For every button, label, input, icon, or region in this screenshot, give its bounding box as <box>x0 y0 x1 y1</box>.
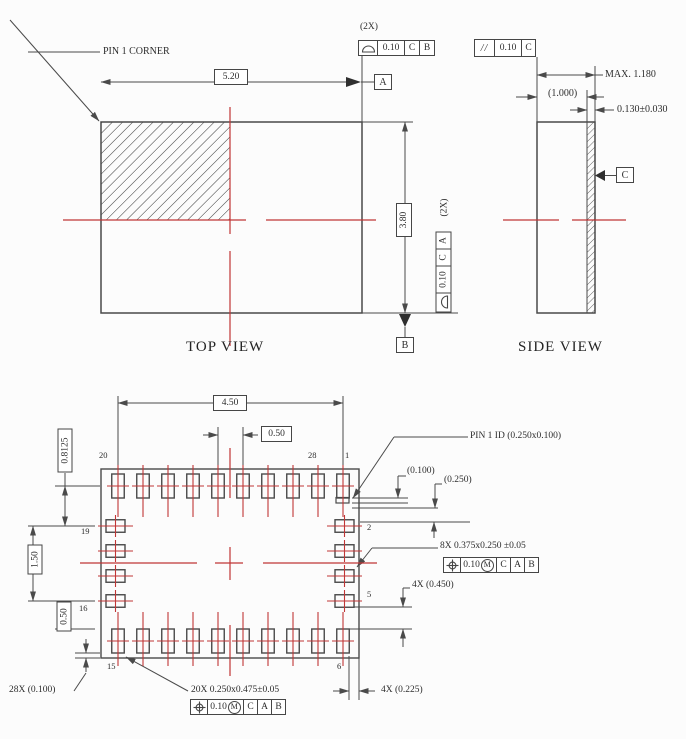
fcf-datum2: A <box>510 557 525 573</box>
dim-width-top: 5.20 <box>214 69 248 85</box>
fcf-tolerance: 0.10 <box>377 40 405 56</box>
fcf-profile-top: 0.10 C B <box>358 40 435 56</box>
pin1-corner-label: PIN 1 CORNER <box>103 46 170 57</box>
position-icon <box>190 699 208 715</box>
fcf-tolerance: 0.10 <box>494 39 522 57</box>
side-pads-note: 8X 0.375x0.250 ±0.05 <box>440 541 526 551</box>
fcf-datum1: C <box>496 557 511 573</box>
datum-c-box: C <box>616 167 634 183</box>
fcf-datum2: A <box>257 699 272 715</box>
dim-height-top: 3.80 <box>396 203 412 237</box>
side-view-title: SIDE VIEW <box>518 339 603 355</box>
pin-label-2: 2 <box>367 522 372 532</box>
profile-of-surface-icon <box>435 292 452 313</box>
corner-gap-note: 4X (0.450) <box>412 580 454 590</box>
pin1-id-height-dim: (0.100) <box>407 466 435 476</box>
pin1-id-note: PIN 1 ID (0.250x0.100) <box>470 431 562 441</box>
fcf-tolerance: 0.10 <box>435 265 452 294</box>
max-height-dim: MAX. 1.180 <box>605 69 656 80</box>
dim-side-pitch: 0.50 <box>56 601 72 632</box>
fcf-datum2: A <box>435 231 452 250</box>
package-outline-side <box>536 121 596 314</box>
fcf-datum1: C <box>521 39 536 57</box>
pin-label-5: 5 <box>367 589 372 599</box>
fcf-datum3: B <box>271 699 286 715</box>
pin-label-20: 20 <box>99 450 108 460</box>
fcf-datum1: C <box>243 699 258 715</box>
dim-row-offset: 0.8125 <box>57 428 73 473</box>
pads-note: 20X 0.250x0.475±0.05 <box>191 685 280 695</box>
top-view-linework <box>9 19 458 337</box>
pin-label-1: 1 <box>345 450 350 460</box>
parallelism-icon: // <box>474 39 495 57</box>
fcf-profile-right: 0.10 C A <box>435 231 452 313</box>
side-view-linework <box>516 57 616 314</box>
pin-label-16: 16 <box>79 603 88 613</box>
mmc-modifier-icon: M <box>480 558 494 572</box>
fcf-datum3: B <box>524 557 539 573</box>
land-pattern-pads <box>98 465 362 666</box>
top-view-title: TOP VIEW <box>186 339 265 355</box>
fcf-right-qty: (2X) <box>439 198 450 217</box>
fcf-datum2: B <box>419 40 435 56</box>
fcf-datum1: C <box>404 40 420 56</box>
dim-pad-pitch: 0.50 <box>261 426 292 442</box>
mmc-modifier-icon: M <box>227 700 241 714</box>
datum-a-box: A <box>374 74 392 90</box>
pin-label-19: 19 <box>81 526 90 536</box>
centerlines <box>63 107 626 676</box>
body-width-dim: (1.000) <box>548 88 578 99</box>
datum-a-triangle <box>346 77 361 87</box>
terminal-thickness-dim: 0.130±0.030 <box>617 104 668 115</box>
fcf-top-qty: (2X) <box>360 22 378 32</box>
datum-c-triangle <box>595 170 605 181</box>
package-outline-top <box>100 121 363 314</box>
position-icon <box>443 557 461 573</box>
datum-b-box: B <box>396 337 414 353</box>
edge-inset-note: 28X (0.100) <box>9 685 56 695</box>
profile-of-surface-icon <box>358 40 378 56</box>
fcf-parallelism: // 0.10 C <box>474 39 536 57</box>
pin1-id-gap-dim: (0.250) <box>444 475 472 485</box>
datum-b-triangle <box>399 314 411 327</box>
bottom-view-linework <box>28 396 470 700</box>
fcf-datum1: C <box>435 248 452 267</box>
pin-label-6: 6 <box>337 661 342 671</box>
dim-pad-span: 4.50 <box>213 395 247 411</box>
corner-offset-note: 4X (0.225) <box>381 685 423 695</box>
terminal-hatch-strip <box>587 122 595 313</box>
dim-side-span: 1.50 <box>27 544 43 575</box>
pin-label-15: 15 <box>107 661 116 671</box>
pin-label-28: 28 <box>308 450 317 460</box>
